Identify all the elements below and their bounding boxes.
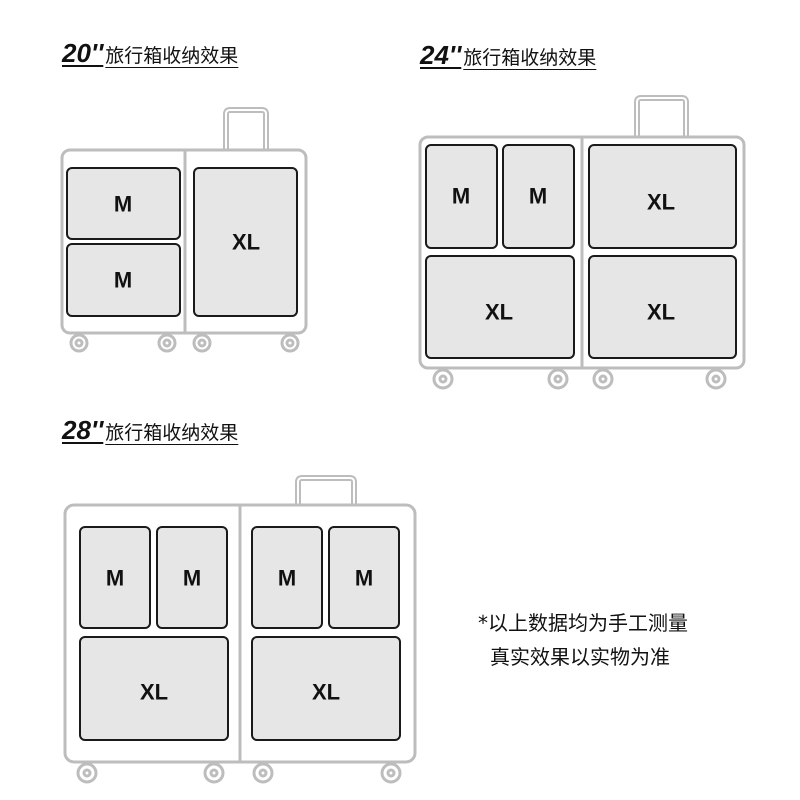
size-label-20: 20'' (62, 38, 104, 68)
wheel-icon (547, 368, 569, 390)
cube-label: M (529, 184, 547, 209)
wheel-icon (252, 762, 274, 784)
wheel-icon (76, 762, 98, 784)
suitcase-28 (63, 475, 417, 784)
cube-label: XL (647, 300, 675, 325)
cube-xl (251, 636, 401, 741)
cube-m (328, 526, 400, 629)
suitcase-20 (60, 107, 308, 353)
wheel-icon (280, 333, 300, 353)
wheel-icon (592, 368, 614, 390)
wheel-icon (432, 368, 454, 390)
handle-icon (223, 107, 269, 149)
cube-label: XL (312, 680, 340, 705)
wheel-icon (705, 368, 727, 390)
cube-xl (588, 255, 737, 359)
wheel-icon (380, 762, 402, 784)
size-label-28: 28'' (62, 415, 104, 445)
cube-m (66, 167, 181, 240)
note-line-1: *以上数据均为手工测量 (478, 611, 688, 635)
handle-icon (634, 95, 689, 136)
cube-label: XL (232, 230, 260, 255)
wheel-icon (69, 333, 89, 353)
wheel-icon (192, 333, 212, 353)
cube-label: XL (485, 300, 513, 325)
cube-m (66, 243, 181, 317)
measurement-note: *以上数据均为手工测量 真实效果以实物为准 (478, 606, 688, 674)
cube-xl (193, 167, 298, 317)
heading-24: 24''旅行箱收纳效果 (420, 40, 596, 71)
cube-m (156, 526, 228, 629)
suitcase-24 (418, 95, 746, 390)
cube-label: XL (140, 680, 168, 705)
cube-label: M (114, 268, 132, 293)
heading-28: 28''旅行箱收纳效果 (62, 415, 238, 446)
cube-m (251, 526, 323, 629)
handle-icon (295, 475, 357, 504)
cube-xl (425, 255, 575, 359)
cube-label: M (114, 192, 132, 217)
size-label-24: 24'' (420, 40, 462, 70)
cube-xl (588, 144, 737, 249)
wheel-icon (157, 333, 177, 353)
heading-20: 20''旅行箱收纳效果 (62, 38, 238, 69)
title-20: 旅行箱收纳效果 (105, 46, 239, 67)
cube-m (425, 144, 498, 249)
cube-label: M (355, 566, 373, 591)
cube-xl (79, 636, 229, 741)
wheel-icon (203, 762, 225, 784)
cube-label: XL (647, 190, 675, 215)
cube-m (79, 526, 151, 629)
cube-label: M (278, 566, 296, 591)
cube-label: M (106, 566, 124, 591)
cube-label: M (452, 184, 470, 209)
note-line-2: 真实效果以实物为准 (490, 645, 670, 669)
cube-m (502, 144, 575, 249)
title-28: 旅行箱收纳效果 (105, 423, 239, 444)
title-24: 旅行箱收纳效果 (463, 48, 597, 69)
cube-label: M (183, 566, 201, 591)
